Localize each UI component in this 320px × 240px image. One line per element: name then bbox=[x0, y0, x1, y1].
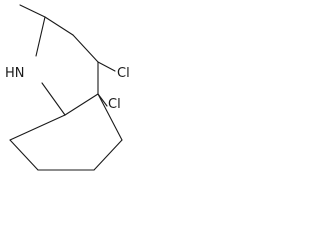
bond-c8a-n bbox=[41, 82, 66, 116]
bond-lines bbox=[9, 4, 123, 171]
chemical-structure-diagram: HN Cl Cl bbox=[5, 4, 130, 171]
bond-c5-c6 bbox=[93, 139, 123, 171]
bond-c8-c8a bbox=[9, 114, 66, 141]
nh-atom-label: HN bbox=[5, 66, 25, 81]
bond-c4a-c5 bbox=[97, 93, 123, 141]
chlorine-atom-label-lower: Cl bbox=[108, 97, 121, 112]
bond-c4-cl bbox=[97, 61, 116, 72]
chlorine-atom-label-upper: Cl bbox=[117, 66, 130, 81]
bond-c4a-c8a bbox=[64, 93, 99, 116]
atom-labels: HN Cl Cl bbox=[5, 66, 130, 112]
bond-n-c2 bbox=[35, 16, 46, 57]
bond-methyl bbox=[19, 4, 46, 18]
bond-c7-c8 bbox=[9, 139, 39, 171]
bond-c3-c4 bbox=[72, 34, 99, 63]
bond-c2-c3 bbox=[44, 16, 74, 36]
